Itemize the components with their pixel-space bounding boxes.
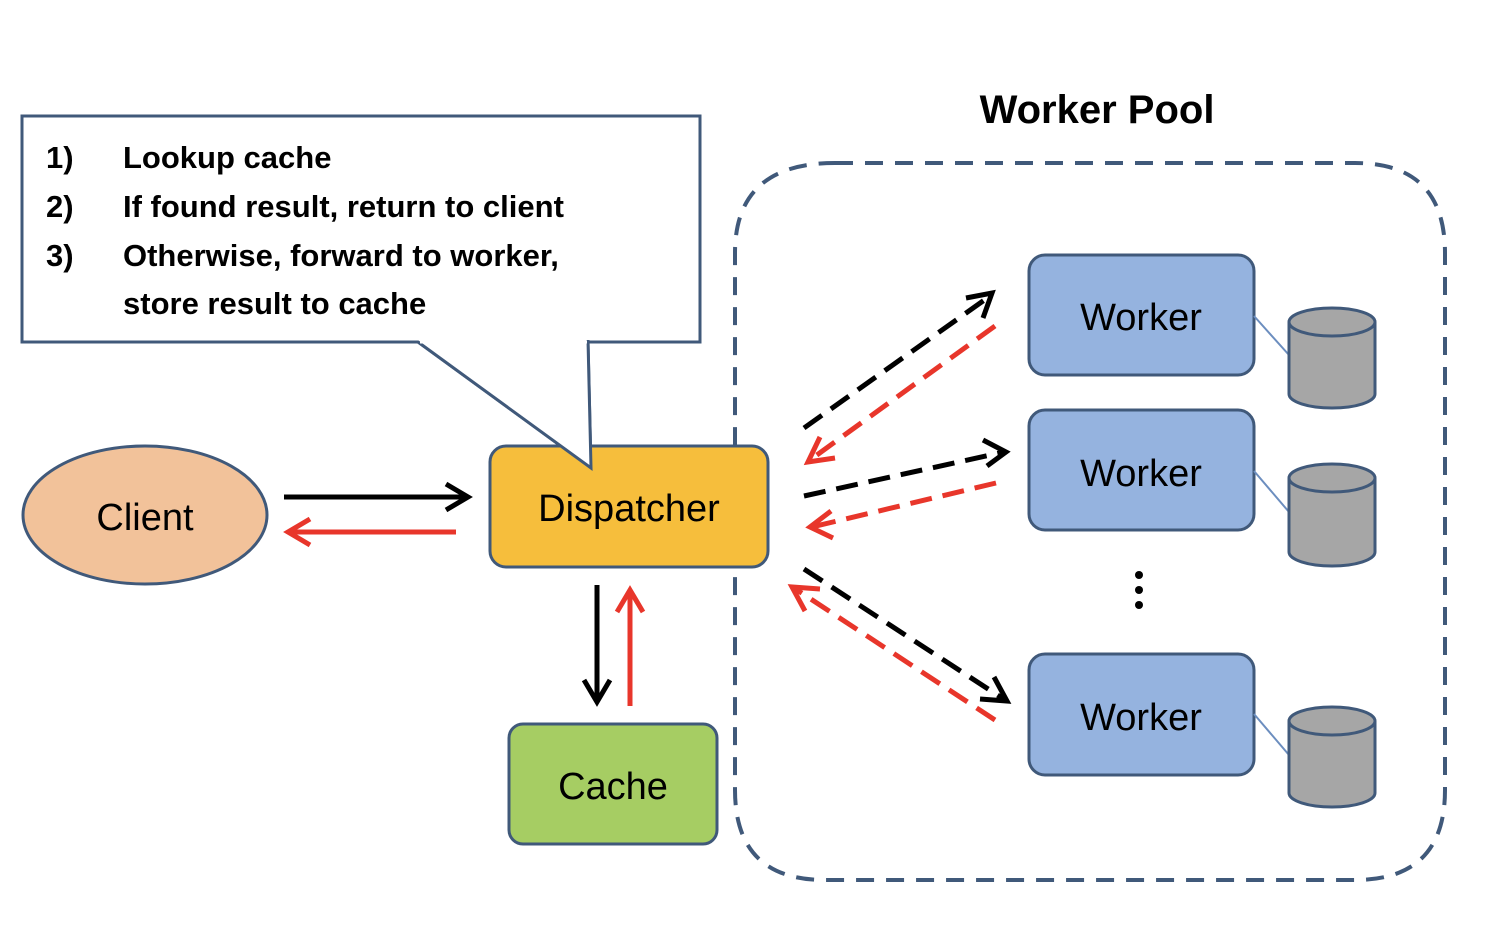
dispatcher-to-client-arrow — [283, 516, 456, 548]
cache-node: Cache — [507, 722, 719, 846]
worker-box — [1027, 408, 1256, 532]
worker-3-to-dispatcher-arrow — [787, 584, 997, 723]
client-node: Client — [21, 444, 269, 586]
step-1-text: Lookup cache — [123, 140, 331, 175]
step-3-text: Otherwise, forward to worker, — [123, 238, 559, 273]
dispatcher-box — [488, 444, 770, 569]
storage-cylinder-body — [1287, 322, 1377, 410]
worker-label: Worker — [1080, 297, 1202, 339]
dispatcher-label: Dispatcher — [538, 488, 720, 530]
instruction-callout: 1) Lookup cache 2) If found result, retu… — [20, 114, 702, 472]
dispatcher-to-cache-arrow — [581, 585, 613, 707]
storage-cylinder-body — [1287, 478, 1377, 568]
client-label: Client — [96, 497, 194, 539]
step-1-number: 1) — [46, 140, 74, 175]
worker-pool-title: Worker Pool — [980, 88, 1215, 132]
worker-box — [1027, 253, 1256, 377]
more-workers-ellipsis — [1135, 571, 1143, 609]
client-to-dispatcher-arrow — [284, 481, 473, 513]
storage-connector — [1253, 713, 1290, 756]
storage-cylinder-top — [1287, 705, 1377, 737]
worker-node-1: Worker — [1027, 253, 1256, 377]
storage-cylinder-body — [1287, 721, 1377, 809]
step-3-number: 3) — [46, 238, 74, 273]
worker-label: Worker — [1080, 697, 1202, 739]
cache-to-dispatcher-arrow — [614, 585, 646, 706]
step-2-text: If found result, return to client — [123, 189, 564, 224]
storage-connector — [1253, 470, 1290, 513]
cache-box — [507, 722, 719, 846]
dispatcher-to-worker-1-arrow — [802, 289, 996, 431]
dispatcher-to-worker-2-arrow — [803, 437, 1011, 499]
worker-node-3: Worker — [1027, 652, 1256, 777]
step-2-number: 2) — [46, 189, 74, 224]
worker-node-2: Worker — [1027, 408, 1256, 532]
worker-1-to-dispatcher-arrow — [803, 323, 997, 466]
storage-cylinder-top — [1287, 306, 1377, 338]
callout-pointer — [417, 339, 593, 471]
worker-label: Worker — [1080, 453, 1202, 495]
storage-cylinder-top — [1287, 462, 1377, 494]
dispatcher-to-worker-3-arrow — [802, 566, 1012, 704]
dispatcher-node: Dispatcher — [488, 444, 770, 569]
worker-2-to-dispatcher-arrow — [805, 480, 997, 541]
client-ellipse — [21, 444, 269, 586]
storage-connector — [1253, 315, 1290, 356]
worker-pool-boundary — [733, 161, 1447, 882]
cache-label: Cache — [558, 766, 668, 808]
worker-storage-3 — [1253, 705, 1377, 809]
worker-storage-2 — [1253, 462, 1377, 568]
step-3-continuation: store result to cache — [123, 286, 426, 321]
worker-storage-1 — [1253, 306, 1377, 410]
